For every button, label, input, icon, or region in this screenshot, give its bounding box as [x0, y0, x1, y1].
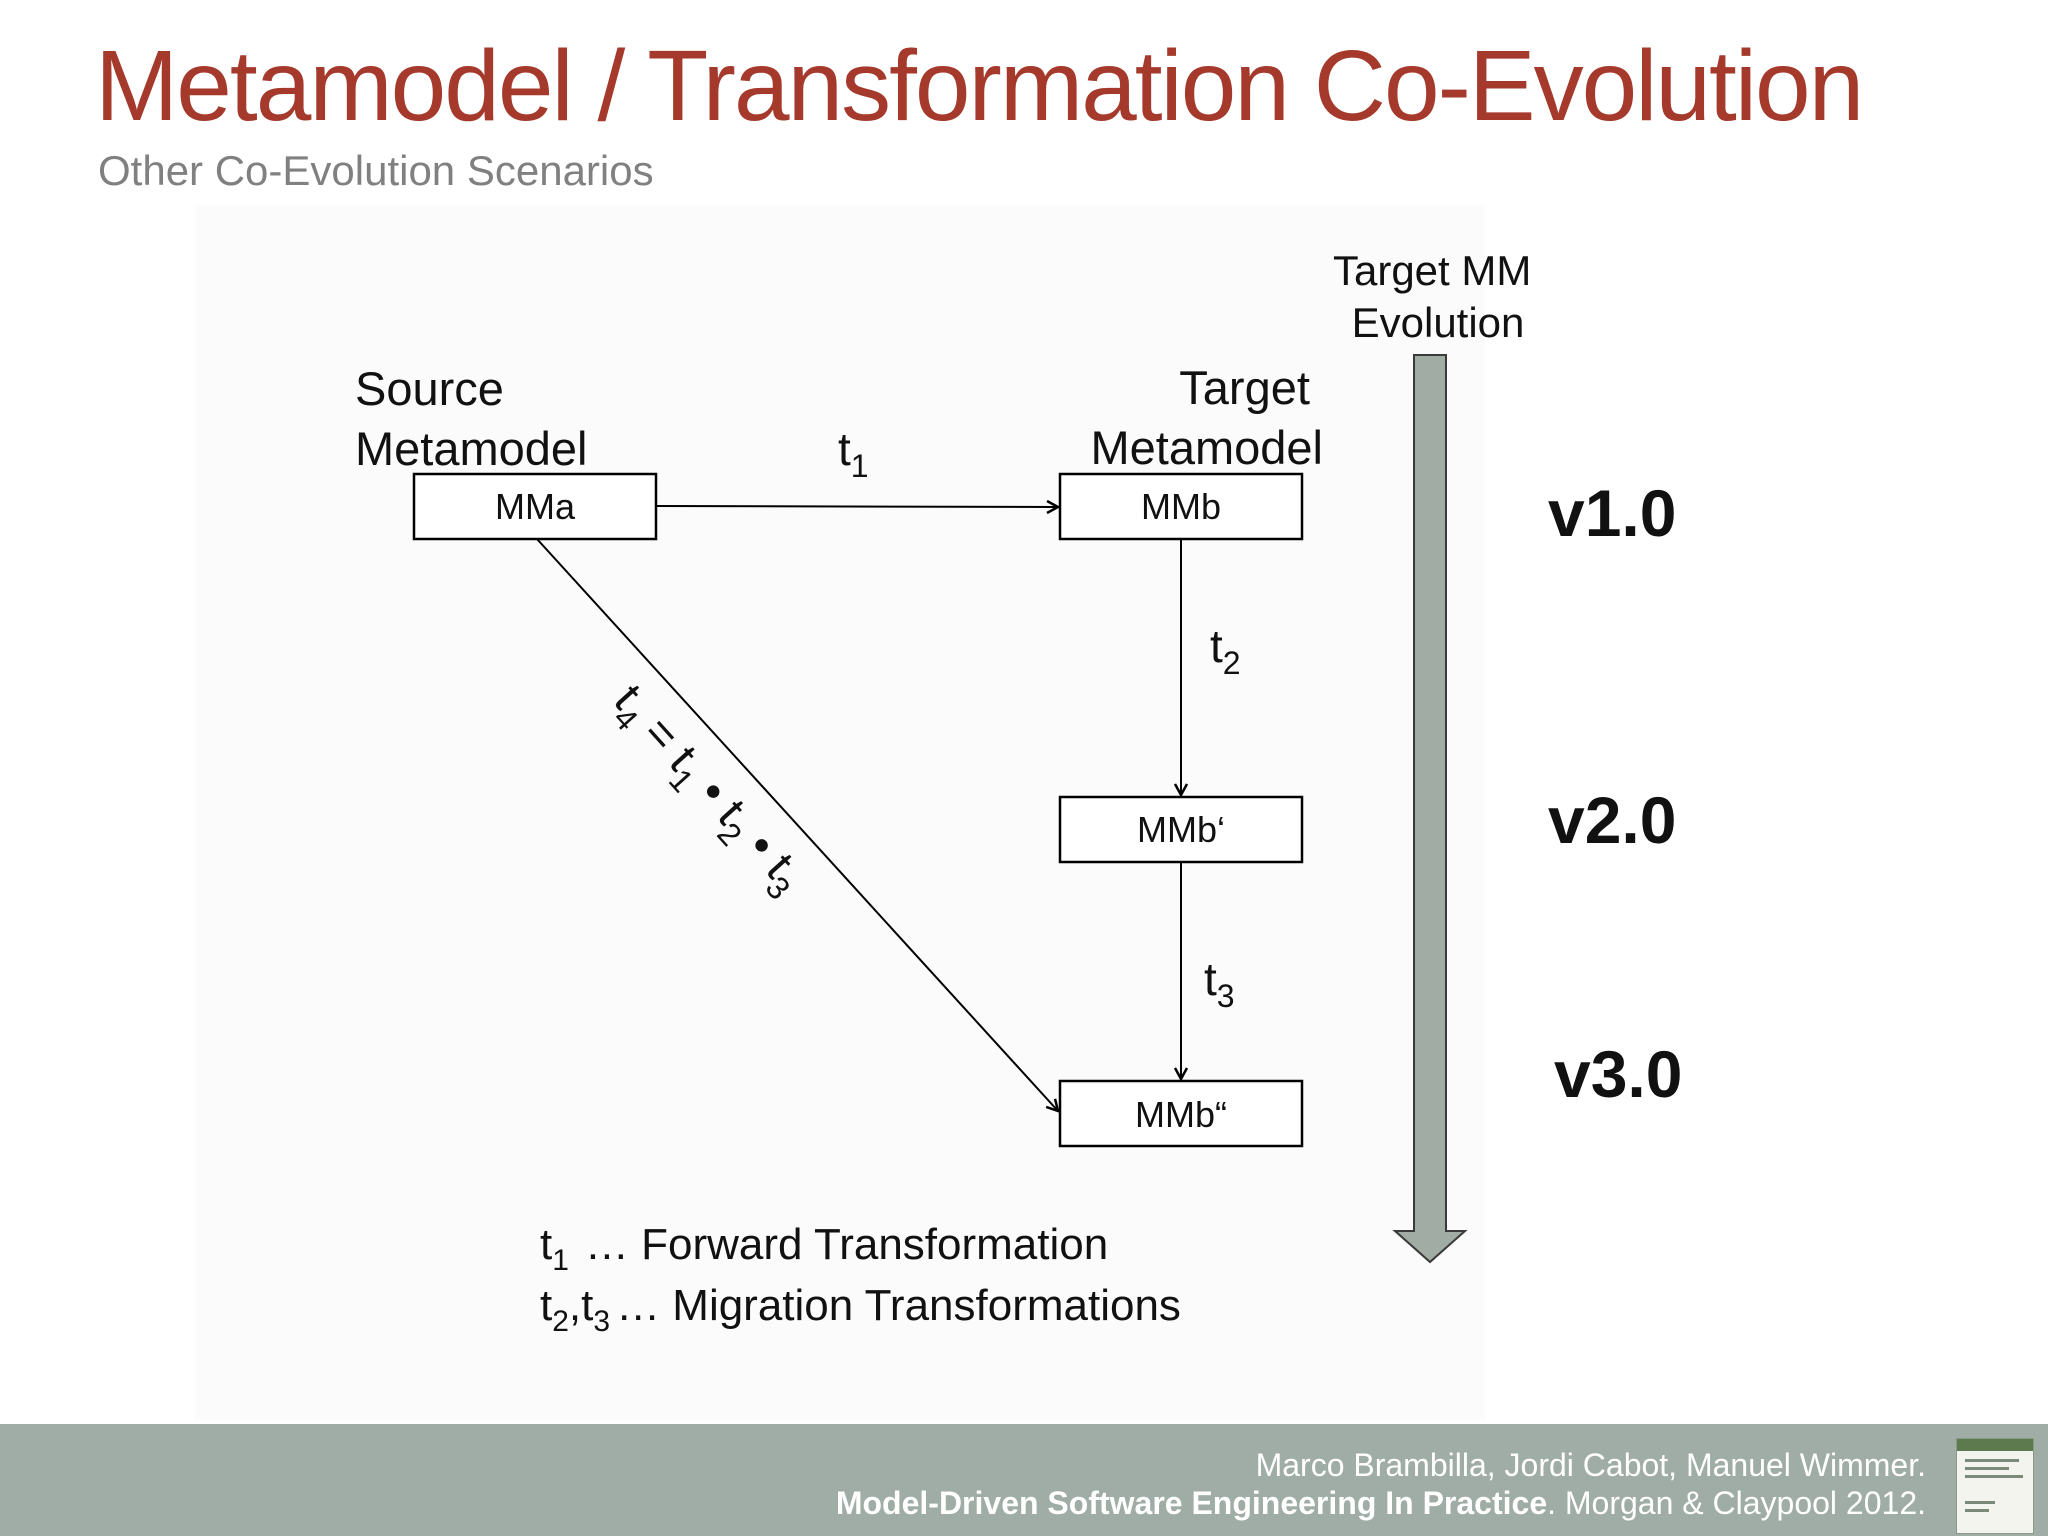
source-metamodel-label: Source Metamodel: [355, 362, 588, 475]
footer-band: Marco Brambilla, Jordi Cabot, Manuel Wim…: [0, 1424, 2048, 1536]
svg-text:MMb‘: MMb‘: [1137, 809, 1225, 850]
version-label: v1.0: [1548, 476, 1676, 550]
edge-t3-label: t3: [1204, 953, 1235, 1014]
edge-t4-arrow: [536, 538, 1058, 1111]
box-mma: MMa: [412, 472, 658, 541]
target-metamodel-label: Target Metamodel: [1091, 361, 1324, 474]
co-evolution-diagram: Source Metamodel Target Metamodel Target…: [355, 247, 1682, 1338]
box-mmb-double-prime: MMb“: [1058, 1079, 1304, 1148]
svg-text:MMb“: MMb“: [1135, 1094, 1227, 1135]
svg-text:MMa: MMa: [495, 486, 576, 527]
book-title: Model-Driven Software Engineering In Pra…: [835, 1485, 1548, 1521]
evolution-arrow: [1392, 354, 1468, 1264]
publisher: . Morgan & Claypool 2012.: [1547, 1485, 1926, 1521]
edge-t1-arrow: [655, 506, 1058, 507]
footer-citation: Model-Driven Software Engineering In Pra…: [836, 1484, 1926, 1522]
slide-subtitle: Other Co-Evolution Scenarios: [98, 147, 654, 194]
book-cover-thumbnail: [1956, 1438, 2034, 1534]
edge-t4-label: t4 = t1 • t2 • t3: [598, 674, 816, 907]
edge-t2-label: t2: [1210, 620, 1241, 681]
box-mmb-prime: MMb‘: [1058, 795, 1304, 864]
target-mm-evolution-label: Target MM Evolution: [1333, 247, 1543, 346]
legend-item-migration: t2,t3… Migration Transformations: [540, 1281, 1181, 1338]
version-label: v3.0: [1554, 1037, 1682, 1111]
svg-text:MMb: MMb: [1141, 486, 1221, 527]
svg-text:t4 = t1 • t2 • t3: t4 = t1 • t2 • t3: [598, 674, 816, 907]
legend: t1… Forward Transformation t2,t3… Migrat…: [540, 1220, 1181, 1338]
legend-item-forward: t1… Forward Transformation: [540, 1220, 1108, 1277]
footer-authors: Marco Brambilla, Jordi Cabot, Manuel Wim…: [1255, 1447, 1926, 1483]
edge-t1-label: t1: [838, 423, 869, 484]
slide-title: Metamodel / Transformation Co-Evolution: [95, 30, 1864, 142]
box-mmb: MMb: [1058, 472, 1304, 541]
version-label: v2.0: [1548, 783, 1676, 857]
